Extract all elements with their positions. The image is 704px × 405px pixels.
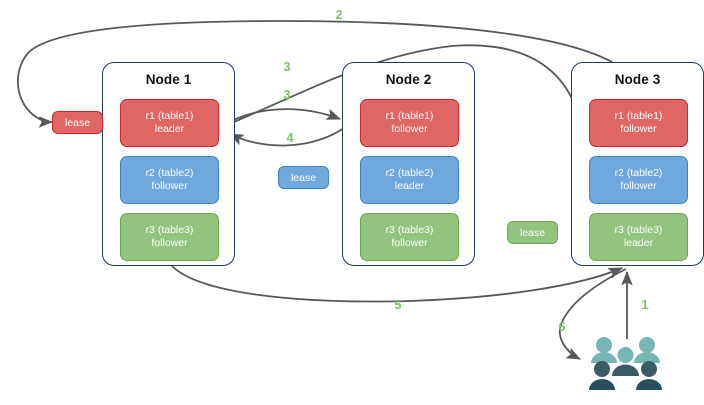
replica-name: r2 (table2) — [385, 167, 434, 179]
node-card-node2[interactable]: Node 2 r1 (table1) follower r2 (table2) … — [342, 62, 475, 266]
replica-r1[interactable]: r1 (table1) follower — [589, 99, 688, 147]
replica-r3[interactable]: r3 (table3) follower — [360, 213, 459, 261]
edge-step-3-middle — [221, 108, 342, 127]
step-label-5: 5 — [394, 298, 402, 312]
users-icon — [589, 337, 662, 390]
replica-r2[interactable]: r2 (table2) follower — [120, 156, 219, 204]
replica-name: r2 (table2) — [614, 167, 663, 179]
replica-name: r3 (table3) — [145, 224, 194, 236]
node-card-node3[interactable]: Node 3 r1 (table1) follower r2 (table2) … — [571, 62, 704, 266]
replica-name: r2 (table2) — [145, 167, 194, 179]
replica-role: follower — [151, 237, 188, 249]
replica-r3[interactable]: r3 (table3) follower — [120, 213, 219, 261]
lease-badge-red[interactable]: lease — [52, 111, 103, 134]
lease-badge-blue[interactable]: lease — [278, 166, 329, 189]
step-label-6: 6 — [558, 320, 566, 334]
replica-name: r3 (table3) — [385, 224, 434, 236]
replica-role: follower — [391, 237, 428, 249]
replica-name: r1 (table1) — [145, 110, 194, 122]
replica-role: follower — [391, 123, 428, 135]
replica-r1[interactable]: r1 (table1) follower — [360, 99, 459, 147]
replica-role: follower — [620, 123, 657, 135]
replica-role: leader — [394, 180, 425, 192]
node-title: Node 1 — [145, 72, 192, 87]
node-title: Node 2 — [385, 72, 432, 87]
step-label-2: 2 — [335, 8, 343, 22]
replica-r3[interactable]: r3 (table3) leader — [589, 213, 688, 261]
node-title: Node 3 — [614, 72, 661, 87]
replica-r2[interactable]: r2 (table2) leader — [360, 156, 459, 204]
step-label-3-middle: 3 — [283, 88, 291, 102]
replica-name: r1 (table1) — [614, 110, 663, 122]
replica-role: follower — [620, 180, 657, 192]
lease-badge-green[interactable]: lease — [507, 221, 558, 244]
replica-role: leader — [154, 123, 185, 135]
edge-step-5 — [171, 265, 623, 303]
replica-role: leader — [623, 237, 654, 249]
replica-r1[interactable]: r1 (table1) leader — [120, 99, 219, 147]
replica-role: follower — [151, 180, 188, 192]
step-label-3-upper: 3 — [283, 60, 291, 74]
step-label-4: 4 — [286, 131, 294, 145]
replica-name: r3 (table3) — [614, 224, 663, 236]
step-label-1: 1 — [641, 298, 649, 312]
replica-name: r1 (table1) — [385, 110, 434, 122]
node-card-node1[interactable]: Node 1 r1 (table1) leader r2 (table2) fo… — [102, 62, 235, 266]
replica-r2[interactable]: r2 (table2) follower — [589, 156, 688, 204]
